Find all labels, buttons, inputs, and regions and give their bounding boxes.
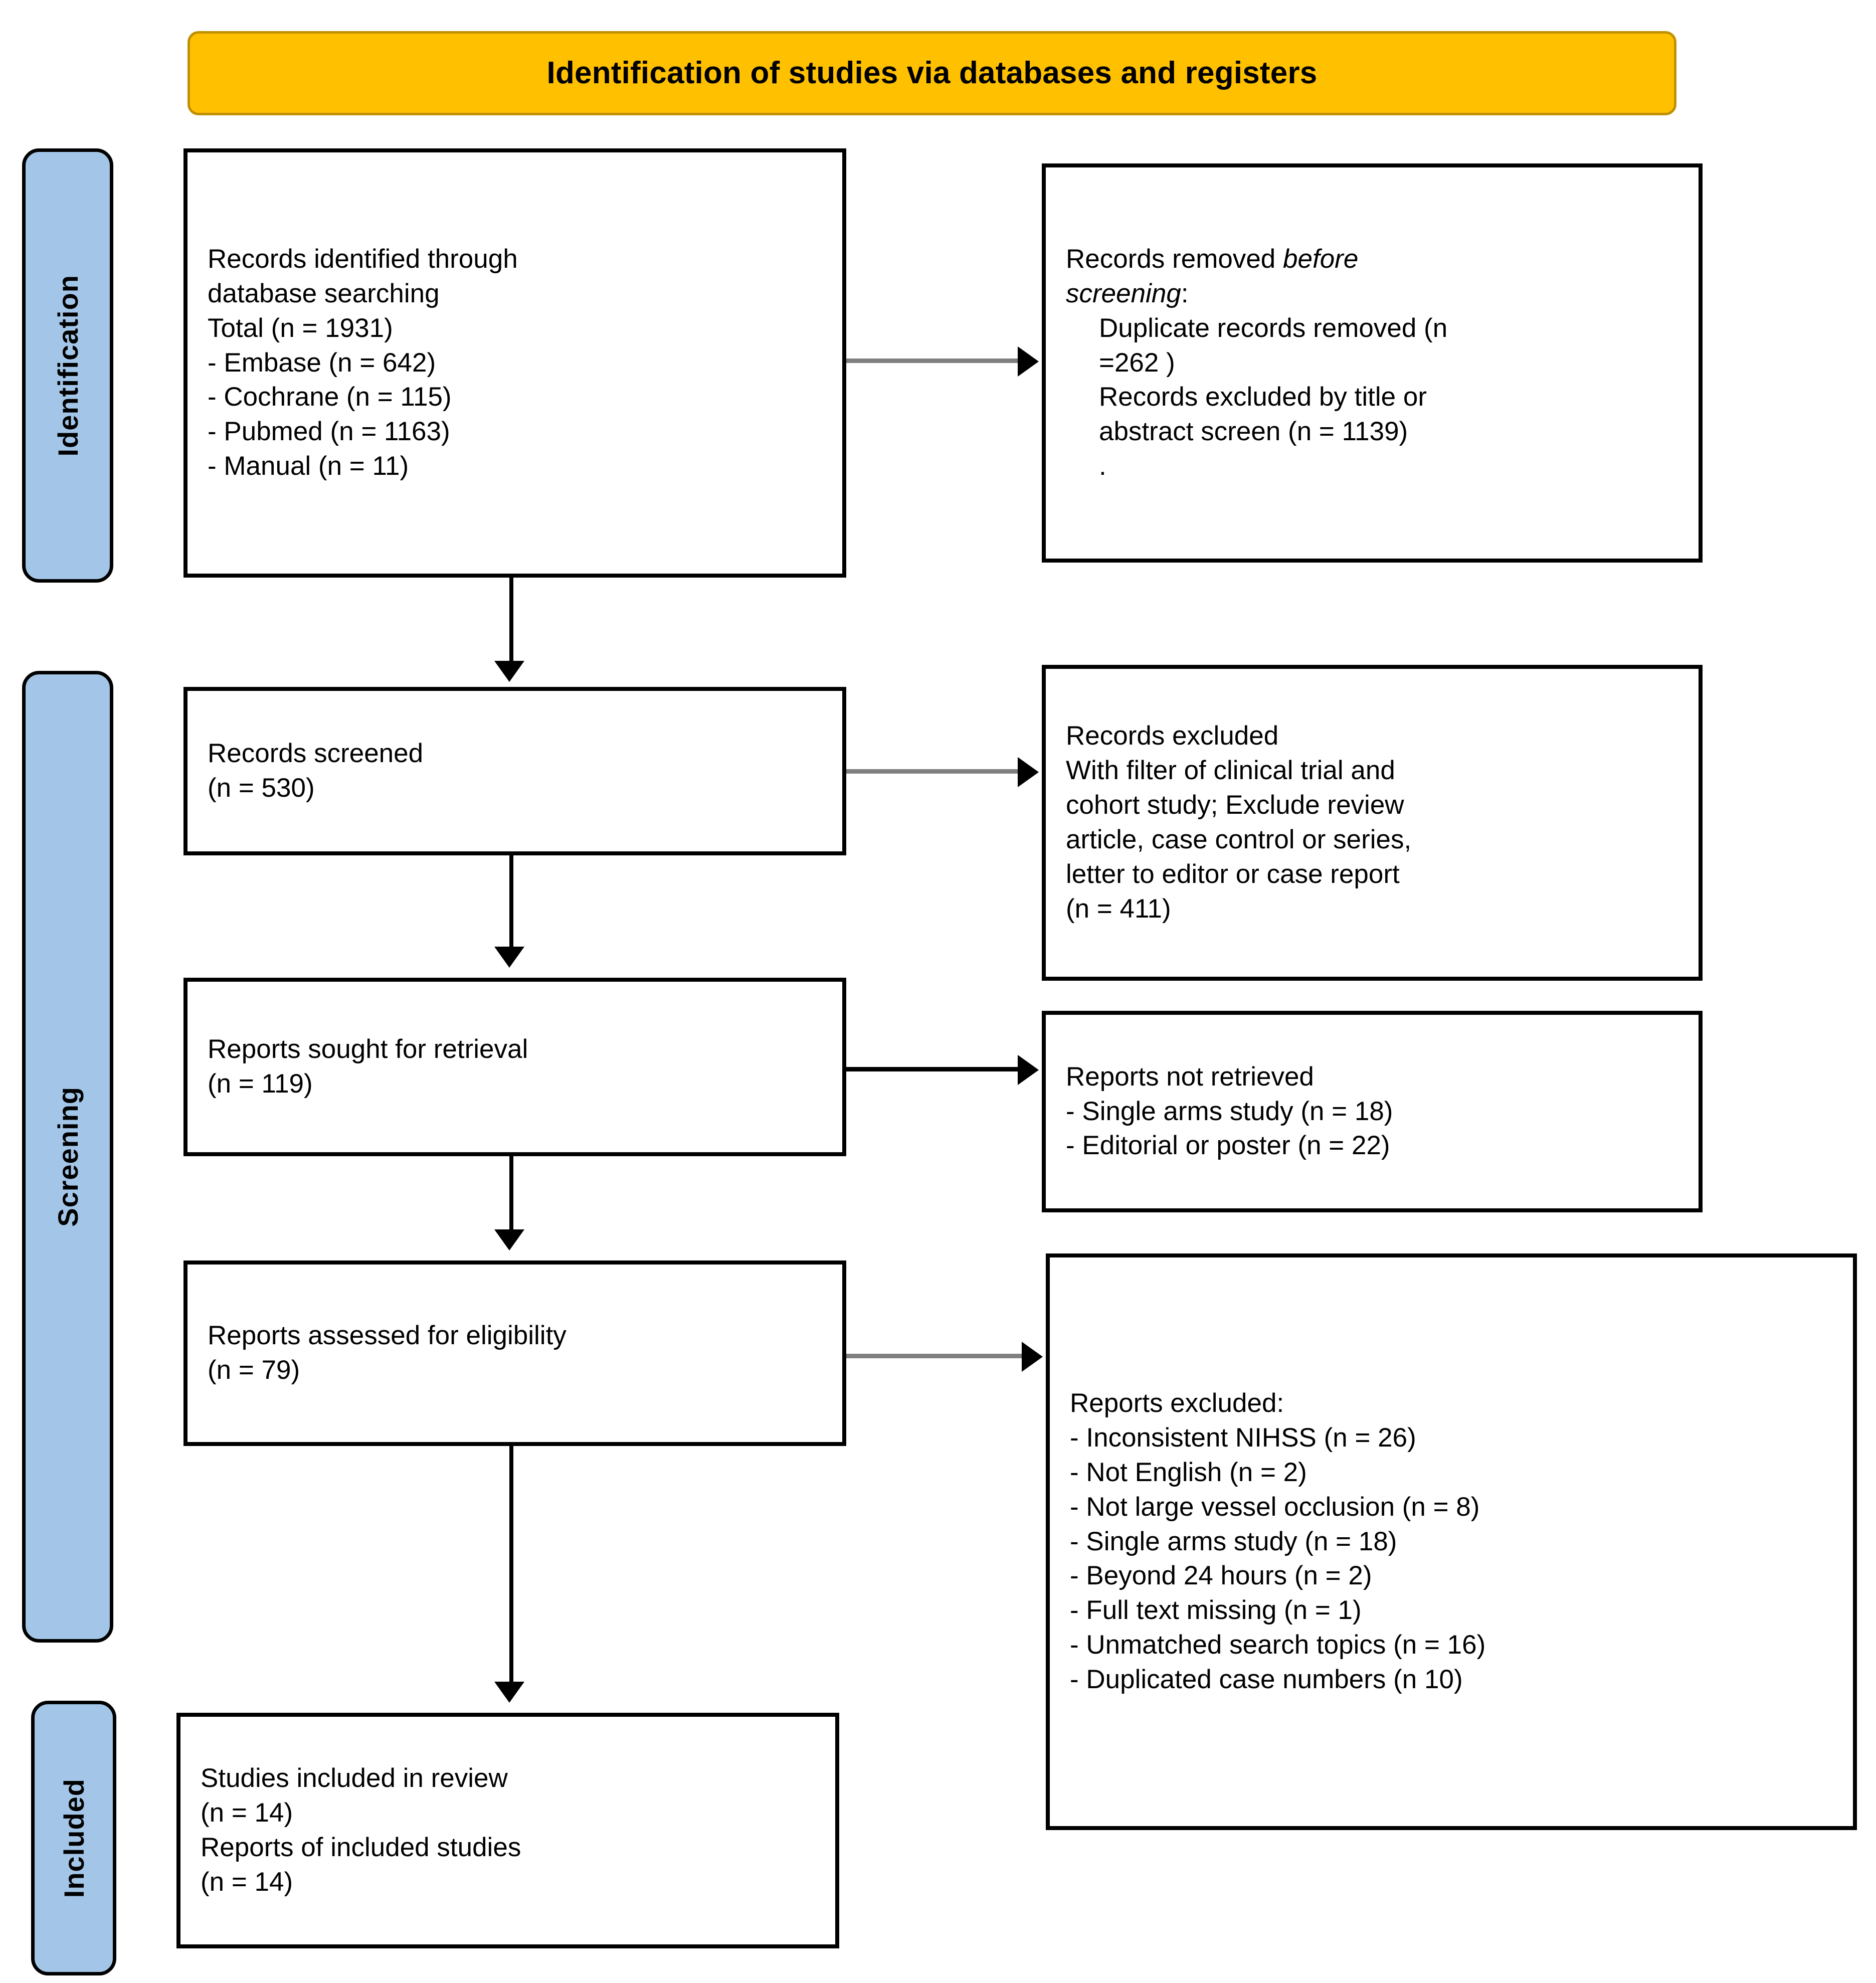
records-removed-line2: screening: bbox=[1066, 277, 1678, 311]
records-identified-line1: Records identified through bbox=[208, 244, 518, 274]
records-removed-line2-italic: screening bbox=[1066, 278, 1181, 308]
reports-excluded-full-text-missing: - Full text missing (n = 1) bbox=[1070, 1595, 1362, 1626]
connector-identified-to-removed-line bbox=[846, 358, 1021, 363]
reports-not-retrieved-editorial: - Editorial or poster (n = 22) bbox=[1066, 1131, 1390, 1161]
connector-identified-to-screened-line bbox=[509, 578, 513, 664]
reports-not-retrieved-single-arms: - Single arms study (n = 18) bbox=[1066, 1096, 1393, 1126]
records-removed-title-abstract-line1: Records excluded by title or bbox=[1099, 382, 1427, 412]
reports-assessed-label: Reports assessed for eligibility bbox=[208, 1321, 567, 1351]
node-records-removed-before-screening: Records removed before screening: Duplic… bbox=[1042, 163, 1703, 563]
studies-included-label: Studies included in review bbox=[201, 1763, 508, 1793]
node-reports-not-retrieved: Reports not retrieved - Single arms stud… bbox=[1042, 1011, 1703, 1212]
records-excluded-line2: With filter of clinical trial and bbox=[1066, 756, 1395, 786]
connector-sought-to-assessed-arrowhead bbox=[494, 1229, 524, 1250]
records-excluded-line4: article, case control or series, bbox=[1066, 825, 1412, 854]
records-excluded-count: (n = 411) bbox=[1066, 893, 1171, 924]
records-removed-duplicates-line1: Duplicate records removed (n bbox=[1099, 313, 1448, 343]
connector-assessed-to-included-line bbox=[509, 1446, 513, 1685]
studies-included-count: (n = 14) bbox=[201, 1798, 293, 1828]
reports-excluded-not-lvo: - Not large vessel occlusion (n = 8) bbox=[1070, 1492, 1480, 1522]
connector-identified-to-removed-arrowhead bbox=[1018, 346, 1039, 377]
reports-excluded-unmatched-topics: - Unmatched search topics (n = 16) bbox=[1070, 1630, 1486, 1660]
reports-of-included-studies-label: Reports of included studies bbox=[201, 1833, 521, 1862]
stage-rail-included: Included bbox=[31, 1701, 116, 1975]
records-identified-manual: - Manual (n = 11) bbox=[208, 451, 409, 481]
records-screened-label: Records screened bbox=[208, 739, 424, 769]
stage-label-screening: Screening bbox=[52, 1087, 84, 1227]
records-removed-line1-italic: before bbox=[1283, 244, 1359, 274]
node-records-screened: Records screened (n = 530) bbox=[183, 687, 846, 855]
reports-excluded-beyond-24h: - Beyond 24 hours (n = 2) bbox=[1070, 1561, 1372, 1591]
reports-sought-label: Reports sought for retrieval bbox=[208, 1034, 528, 1064]
connector-screened-to-excluded-arrowhead bbox=[1018, 757, 1039, 787]
connector-assessed-to-included-arrowhead bbox=[494, 1682, 524, 1703]
node-studies-included-in-review: Studies included in review (n = 14) Repo… bbox=[176, 1713, 839, 1948]
connector-screened-to-sought-arrowhead bbox=[494, 947, 524, 968]
records-screened-count: (n = 530) bbox=[208, 773, 315, 803]
reports-of-included-studies-count: (n = 14) bbox=[201, 1867, 293, 1897]
records-removed-line1: Records removed before bbox=[1066, 242, 1678, 277]
connector-sought-to-notretrieved-line bbox=[846, 1067, 1021, 1071]
records-removed-line1-prefix: Records removed bbox=[1066, 244, 1283, 274]
connector-assessed-to-reportsexcluded-arrowhead bbox=[1022, 1342, 1043, 1372]
records-removed-trailing-dot: . bbox=[1099, 451, 1106, 481]
diagram-title-banner: Identification of studies via databases … bbox=[187, 31, 1676, 115]
reports-excluded-inconsistent-nihss: - Inconsistent NIHSS (n = 26) bbox=[1070, 1422, 1416, 1453]
reports-excluded-label: Reports excluded: bbox=[1070, 1388, 1284, 1418]
node-reports-excluded: Reports excluded: - Inconsistent NIHSS (… bbox=[1046, 1253, 1857, 1830]
connector-sought-to-notretrieved-arrowhead bbox=[1018, 1055, 1039, 1085]
connector-assessed-to-reportsexcluded-line bbox=[846, 1354, 1025, 1358]
node-reports-assessed-for-eligibility: Reports assessed for eligibility (n = 79… bbox=[183, 1260, 846, 1446]
reports-sought-count: (n = 119) bbox=[208, 1069, 313, 1099]
stage-rail-screening: Screening bbox=[22, 671, 113, 1643]
node-records-excluded: Records excluded With filter of clinical… bbox=[1042, 665, 1703, 981]
records-removed-title-abstract-line2: abstract screen (n = 1139) bbox=[1099, 417, 1408, 447]
reports-assessed-count: (n = 79) bbox=[208, 1355, 300, 1385]
records-identified-line2: database searching bbox=[208, 278, 440, 308]
records-identified-cochrane: - Cochrane (n = 115) bbox=[208, 382, 452, 412]
records-excluded-label: Records excluded bbox=[1066, 721, 1279, 751]
stage-label-identification: Identification bbox=[52, 274, 84, 457]
connector-screened-to-excluded-line bbox=[846, 769, 1021, 774]
records-identified-pubmed: - Pubmed (n = 1163) bbox=[208, 417, 450, 447]
node-reports-sought-for-retrieval: Reports sought for retrieval (n = 119) bbox=[183, 978, 846, 1156]
node-records-identified: Records identified through database sear… bbox=[183, 148, 846, 578]
records-removed-line2-suffix: : bbox=[1181, 278, 1189, 308]
connector-screened-to-sought-line bbox=[509, 855, 513, 950]
records-identified-total: Total (n = 1931) bbox=[208, 313, 393, 343]
reports-excluded-single-arms: - Single arms study (n = 18) bbox=[1070, 1526, 1397, 1556]
stage-rail-identification: Identification bbox=[22, 148, 113, 583]
records-identified-embase: - Embase (n = 642) bbox=[208, 347, 436, 378]
reports-not-retrieved-label: Reports not retrieved bbox=[1066, 1061, 1314, 1092]
reports-excluded-duplicated-cases: - Duplicated case numbers (n 10) bbox=[1070, 1665, 1463, 1695]
stage-label-included: Included bbox=[58, 1778, 90, 1898]
records-excluded-line5: letter to editor or case report bbox=[1066, 859, 1400, 889]
connector-identified-to-screened-arrowhead bbox=[494, 661, 524, 682]
records-removed-duplicates-line2: =262 ) bbox=[1099, 347, 1175, 378]
connector-sought-to-assessed-line bbox=[509, 1156, 513, 1232]
page-title: Identification of studies via databases … bbox=[546, 55, 1318, 90]
reports-excluded-not-english: - Not English (n = 2) bbox=[1070, 1457, 1307, 1487]
records-excluded-line3: cohort study; Exclude review bbox=[1066, 790, 1404, 820]
